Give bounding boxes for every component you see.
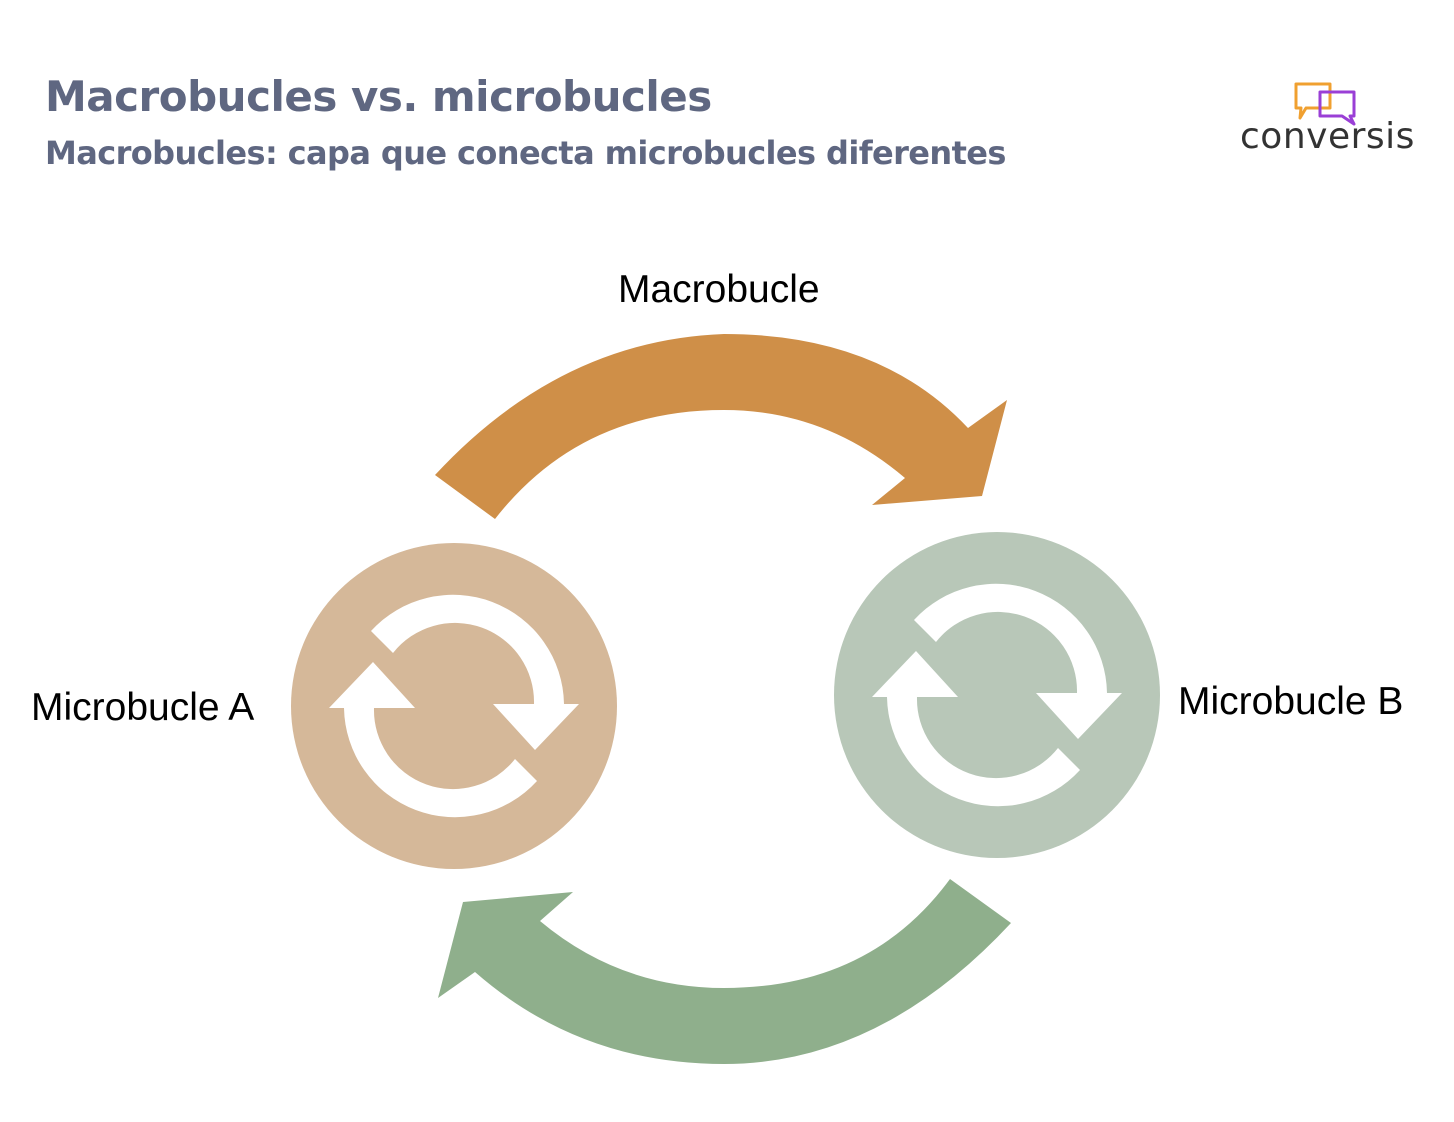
microbucle-a-label: Microbucle A — [31, 686, 255, 729]
speech-bubbles-icon — [1294, 82, 1356, 126]
slide-title: Macrobucles vs. microbucles — [45, 72, 712, 121]
cycle-icon-a — [329, 594, 579, 818]
macrobucle-label: Macrobucle — [618, 268, 820, 311]
return-arrow — [438, 879, 1011, 1064]
microbucle-b-circle — [834, 532, 1160, 858]
logo-text: conversis — [1240, 116, 1415, 157]
macrobucle-arrow — [435, 334, 1007, 519]
conversis-logo: conversis — [1236, 80, 1426, 160]
microbucle-a-circle — [291, 543, 617, 869]
slide-subtitle: Macrobucles: capa que conecta microbucle… — [45, 134, 1006, 172]
microbucle-b-label: Microbucle B — [1178, 680, 1404, 723]
cycle-icon-b — [872, 583, 1122, 807]
